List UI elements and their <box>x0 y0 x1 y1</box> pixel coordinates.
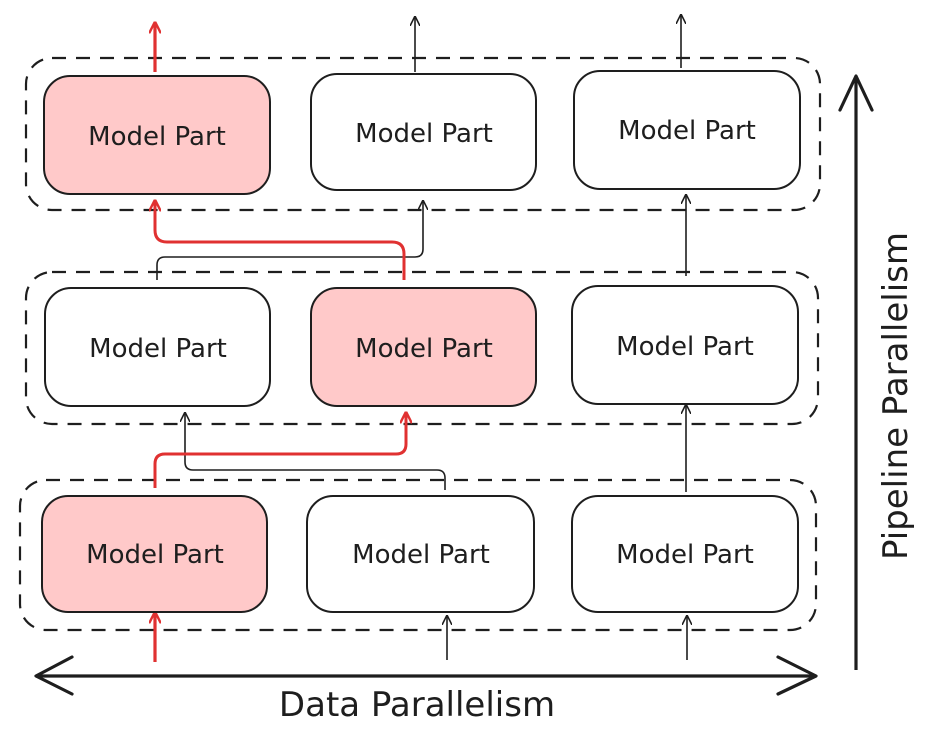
model-part-box-top-2: Model Part <box>310 73 537 191</box>
model-part-label: Model Part <box>616 540 754 570</box>
model-part-label: Model Part <box>86 540 224 570</box>
model-part-box-middle-2: Model Part <box>310 287 537 407</box>
model-part-box-middle-3: Model Part <box>571 285 799 405</box>
model-part-label: Model Part <box>355 334 493 364</box>
model-part-label: Model Part <box>352 540 490 570</box>
model-part-box-top-1: Model Part <box>43 75 271 195</box>
data-parallelism-axis <box>34 655 818 696</box>
model-part-label: Model Part <box>618 116 756 146</box>
model-part-label: Model Part <box>89 334 227 364</box>
model-part-box-bottom-1: Model Part <box>41 495 268 613</box>
data-parallelism-label: Data Parallelism <box>279 685 555 725</box>
stage-group-top <box>24 56 822 212</box>
model-part-box-bottom-2: Model Part <box>306 495 535 613</box>
highlight-bottom-to-middle <box>153 414 406 488</box>
stage-group-middle <box>24 270 820 426</box>
connector-middle-col1-to-top-col2 <box>156 202 423 280</box>
model-part-box-middle-1: Model Part <box>44 287 271 407</box>
stage-group-bottom <box>18 478 818 632</box>
model-part-label: Model Part <box>88 122 226 152</box>
highlight-middle-to-top <box>155 202 406 280</box>
model-part-box-top-3: Model Part <box>573 70 801 190</box>
connector-bottom-col2-to-middle-col1 <box>185 414 446 490</box>
model-part-label: Model Part <box>616 332 754 362</box>
model-part-label: Model Part <box>355 119 493 149</box>
pipeline-parallelism-axis <box>838 74 874 670</box>
pipeline-parallelism-label: Pipeline Parallelism <box>876 232 916 560</box>
model-part-box-bottom-3: Model Part <box>571 495 799 613</box>
